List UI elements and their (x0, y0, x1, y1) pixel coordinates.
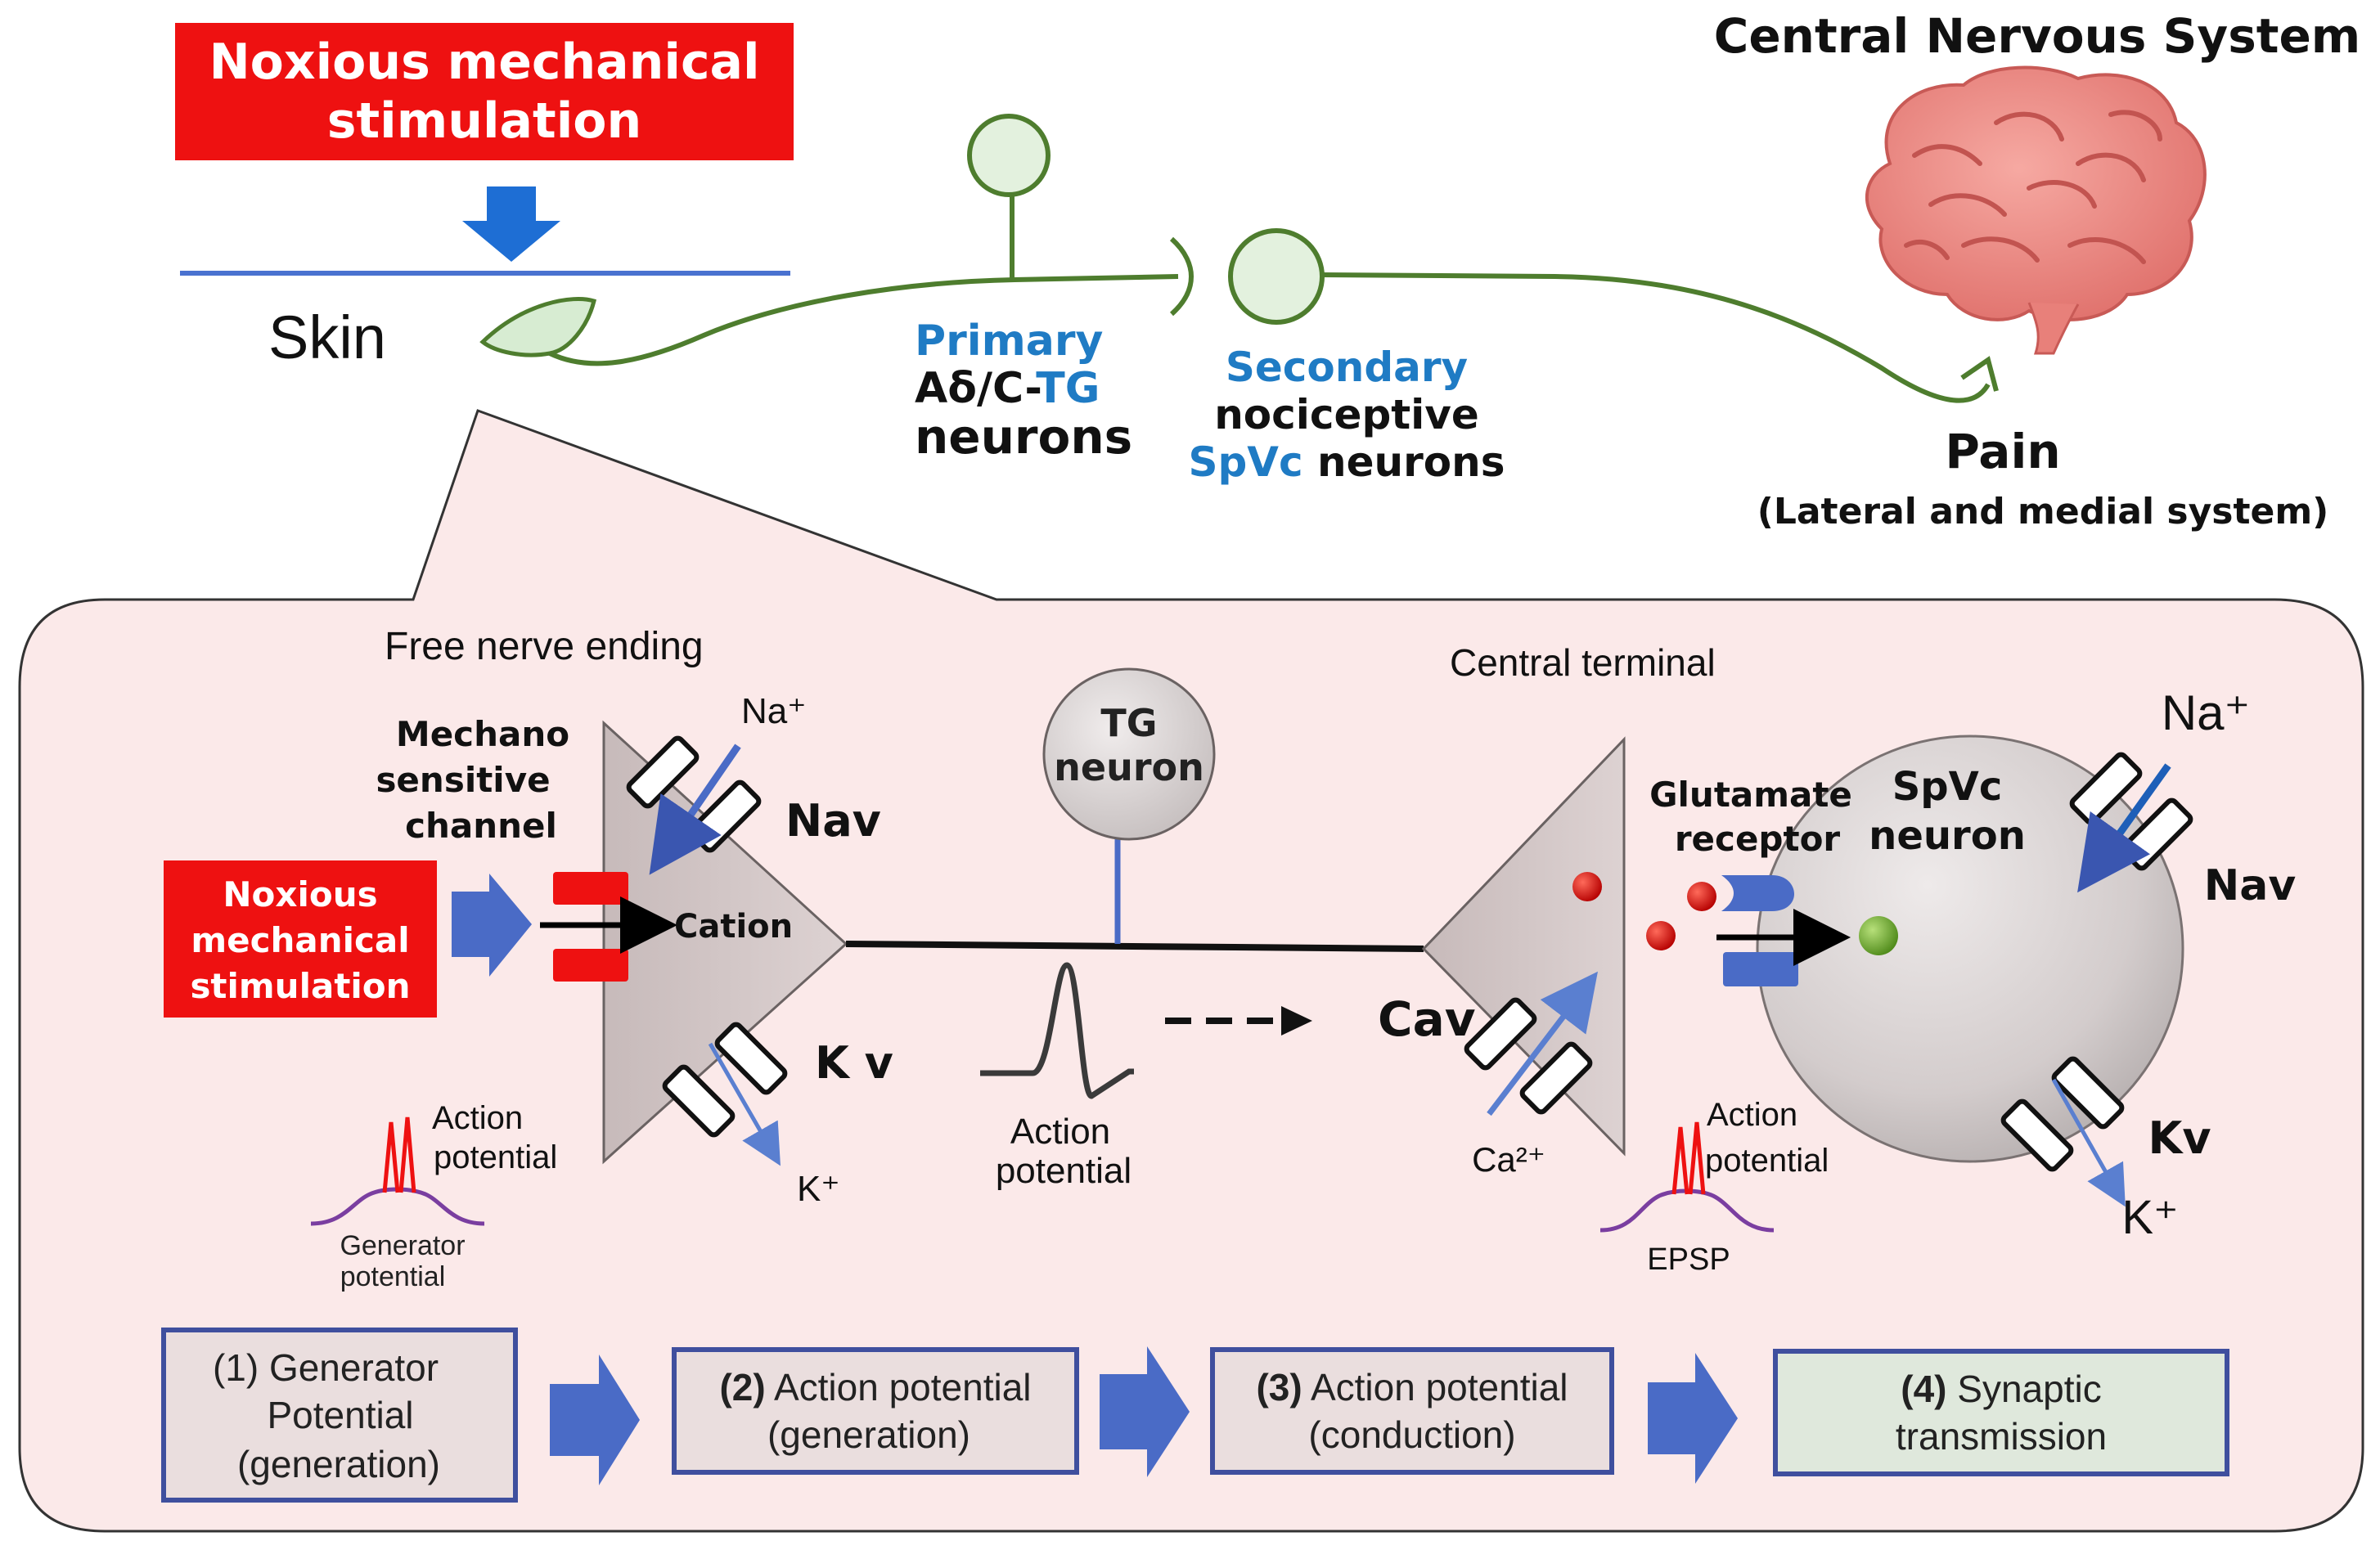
ap-left-line1: Action (432, 1100, 523, 1136)
pain-label: Pain (1945, 424, 2060, 479)
step-2-line1: (2) Action potential (719, 1366, 1031, 1408)
stimulus-top-line1: Noxious mechanical (209, 34, 759, 91)
central-terminal-label: Central terminal (1450, 641, 1716, 684)
kv-label-right: Kv (2148, 1112, 2211, 1164)
spvc-label-line2: neuron (1869, 813, 2026, 859)
step-3-line2: (conduction) (1308, 1413, 1515, 1456)
glutamate-vesicle-3 (1646, 921, 1676, 950)
step-1-line3: (generation) (237, 1443, 440, 1485)
spvc-label-line1: SpVc (1892, 764, 2003, 810)
epsp-label: EPSP (1647, 1242, 1730, 1277)
step-4-line1: (4) Synaptic (1901, 1368, 2101, 1410)
step-1-box: (1) Generator Potential (generation) (161, 1328, 518, 1503)
tg-neuron-label-line2: neuron (1054, 745, 1204, 789)
k-label-left: K⁺ (797, 1169, 840, 1209)
mechano-channel-bottom (553, 949, 628, 982)
na-influx-arrow-left (649, 744, 741, 875)
step-arrow-2 (1100, 1346, 1190, 1477)
nav-label-right: Nav (2204, 861, 2297, 910)
nav-label-left: Nav (785, 795, 881, 847)
glutamate-label-line2: receptor (1675, 819, 1841, 859)
ca-label: Ca²⁺ (1472, 1140, 1545, 1179)
free-nerve-ending-label: Free nerve ending (385, 625, 704, 668)
k-efflux-arrow-right (2051, 1078, 2126, 1207)
glutamate-vesicle-1 (1572, 872, 1602, 901)
tg-neuron-soma (1042, 667, 1216, 841)
pain-subtitle: (Lateral and medial system) (1757, 491, 2329, 532)
spvc-neuron-soma (1756, 735, 2184, 1163)
step-arrow-3 (1648, 1353, 1738, 1484)
postsynaptic-ion (1859, 916, 1898, 955)
stimulus-detail-line1: Noxious (223, 874, 377, 914)
secondary-label-line1: Secondary (1226, 344, 1468, 391)
ca-influx-arrow (1487, 971, 1598, 1116)
kv-channel-right (2000, 1056, 2125, 1172)
secondary-soma (1228, 228, 1325, 325)
step-4-box: (4) Synaptic transmission (1773, 1349, 2229, 1476)
brain-icon (1865, 65, 2207, 355)
stimulus-detail-line2: mechanical (191, 920, 409, 960)
k-label-right: K⁺ (2121, 1191, 2178, 1244)
stimulus-top-line2: stimulation (327, 92, 641, 150)
cation-label: Cation (674, 908, 793, 946)
generator-label-line2: potential (340, 1261, 446, 1292)
stimulus-detail-line3: stimulation (190, 966, 410, 1006)
primary-label-line2: Aδ/C-TG (915, 364, 1100, 413)
ap-mid-line2: potential (996, 1151, 1132, 1191)
glutamate-vesicle-2 (1687, 882, 1716, 911)
detail-callout-panel (18, 409, 2364, 1533)
step-3-box: (3) Action potential (conduction) (1210, 1347, 1614, 1475)
step-arrow-1 (550, 1355, 640, 1485)
primary-label-line1: Primary (915, 317, 1103, 366)
glutamate-receptor-top (1721, 875, 1795, 911)
action-potential-trace-mid (980, 962, 1134, 1099)
secondary-axon (1321, 272, 1991, 403)
step-2-line2: (generation) (767, 1413, 970, 1456)
na-influx-arrow-right (2077, 763, 2171, 893)
kv-channel-left (662, 1022, 788, 1138)
generator-label-line1: Generator (340, 1230, 465, 1261)
cav-channel (1464, 997, 1593, 1115)
ap-left-line2: potential (434, 1139, 557, 1175)
primary-axon (548, 274, 1179, 366)
nerve-ending-leaf (479, 297, 597, 357)
primary-label-line3: neurons (915, 409, 1132, 465)
action-potential-spikes-right (1671, 1121, 1706, 1195)
secondary-label-line3: SpVc neurons (1188, 438, 1505, 486)
na-label-right: Na⁺ (2162, 685, 2250, 740)
cav-label: Cav (1378, 991, 1476, 1047)
kv-label-left: K v (815, 1037, 893, 1089)
stimulus-box-top: Noxious mechanical stimulation (175, 23, 794, 160)
ap-right-line1: Action (1707, 1097, 1797, 1133)
mechano-label-line3: channel (405, 806, 557, 846)
cns-title: Central Nervous System (1714, 8, 2360, 64)
stimulus-right-arrow (452, 874, 532, 977)
stimulus-down-arrow (462, 186, 560, 262)
secondary-label-line2: nociceptive (1214, 391, 1479, 438)
step-1-line2: Potential (267, 1394, 413, 1436)
tg-axon (845, 941, 1424, 952)
action-potential-spikes-left (382, 1116, 416, 1193)
k-efflux-arrow-left (708, 1042, 781, 1166)
step-1-line1: (1) Generator (213, 1346, 439, 1389)
mechano-label-line2: sensitive (376, 760, 550, 800)
synapse-bracket (1169, 236, 1194, 317)
ap-right-line2: potential (1705, 1143, 1829, 1179)
step-3-line1: (3) Action potential (1256, 1366, 1568, 1408)
pain-arrowhead (1960, 356, 1999, 392)
glutamate-label-line1: Glutamate (1649, 775, 1852, 815)
skin-label: Skin (268, 303, 386, 371)
step-2-box: (2) Action potential (generation) (672, 1347, 1079, 1475)
tg-neuron-label-line1: TG (1100, 701, 1157, 745)
na-label-left: Na⁺ (741, 691, 806, 731)
conduction-arrowhead (1281, 1006, 1312, 1036)
mechano-label-line1: Mechano (396, 714, 569, 754)
primary-soma (967, 114, 1051, 197)
glutamate-receptor-bottom (1723, 952, 1798, 986)
stimulus-box-detail: Noxious mechanical stimulation (164, 860, 437, 1018)
ap-mid-line1: Action (1010, 1112, 1110, 1152)
step-4-line2: transmission (1896, 1415, 2107, 1458)
mechano-channel-top (553, 872, 628, 905)
